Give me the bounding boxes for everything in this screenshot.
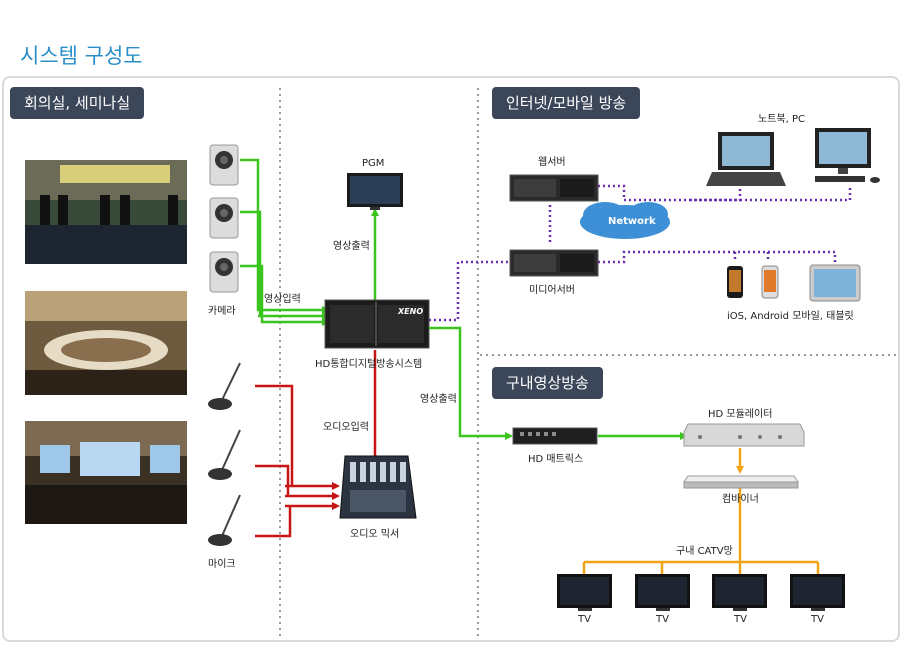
mobile-label: iOS, Android 모바일, 태블릿	[727, 311, 854, 322]
camera-label: 카메라	[208, 306, 236, 317]
video-output-matrix-label: 영상출력	[420, 394, 457, 405]
tv-label-3: TV	[734, 614, 747, 625]
mic-2	[208, 429, 241, 480]
pgm-label: PGM	[362, 158, 385, 169]
tv-label-2: TV	[656, 614, 669, 625]
tablet	[809, 264, 861, 302]
tv-2	[635, 574, 690, 611]
xeno-brand: XENO	[398, 307, 424, 316]
mic-1	[208, 362, 241, 410]
hd-system-rack	[324, 299, 430, 349]
tv-3	[712, 574, 767, 611]
section-internet: 인터넷/모바일 방송	[492, 87, 641, 119]
camera-2	[209, 197, 239, 239]
conference-photo-2	[25, 291, 187, 395]
hd-modulator	[683, 423, 805, 447]
section-inhouse: 구내영상방송	[492, 367, 603, 399]
desktop-pc	[815, 128, 880, 183]
android-phone	[761, 265, 779, 299]
web-server-label: 웹서버	[538, 157, 566, 168]
network-lines	[429, 184, 852, 322]
hd-system-label: HD통합디지털방송시스템	[315, 359, 423, 370]
video-input-lines	[240, 158, 377, 324]
network-cloud	[580, 202, 670, 239]
audio-mixer	[339, 455, 417, 519]
pgm-monitor	[347, 173, 403, 210]
page-title: 시스템 구성도	[20, 44, 143, 68]
mic-label: 마이크	[208, 559, 236, 570]
hd-modulator-label: HD 모듈레이터	[708, 409, 773, 420]
hd-matrix-label: HD 매트릭스	[528, 454, 584, 465]
catv-label: 구내 CATV망	[676, 546, 733, 557]
camera-1	[209, 144, 239, 186]
hd-matrix	[512, 427, 598, 445]
tv-1	[557, 574, 612, 611]
catv-lines	[582, 448, 820, 574]
media-server-label: 미디어서버	[529, 285, 575, 296]
tv-label-1: TV	[578, 614, 591, 625]
camera-3	[209, 251, 239, 293]
mic-3	[208, 494, 241, 546]
combiner-label: 컴바이너	[722, 494, 759, 505]
conference-photo-3	[25, 421, 187, 524]
notebook-pc-label: 노트북, PC	[758, 114, 805, 125]
combiner	[683, 475, 799, 489]
audio-lines	[255, 350, 377, 538]
audio-input-label: 오디오입력	[323, 422, 369, 433]
iphone	[727, 266, 743, 298]
conference-photo-1	[25, 160, 187, 264]
network-label: Network	[608, 216, 656, 227]
web-server	[509, 174, 599, 202]
audio-mixer-label: 오디오 믹서	[350, 529, 400, 540]
section-conference: 회의실, 세미나실	[10, 87, 145, 119]
tv-4	[790, 574, 845, 611]
laptop	[706, 132, 786, 186]
video-input-label: 영상입력	[264, 294, 301, 305]
video-output-pgm-label: 영상출력	[333, 241, 370, 252]
media-server	[509, 249, 599, 277]
tv-label-4: TV	[811, 614, 824, 625]
